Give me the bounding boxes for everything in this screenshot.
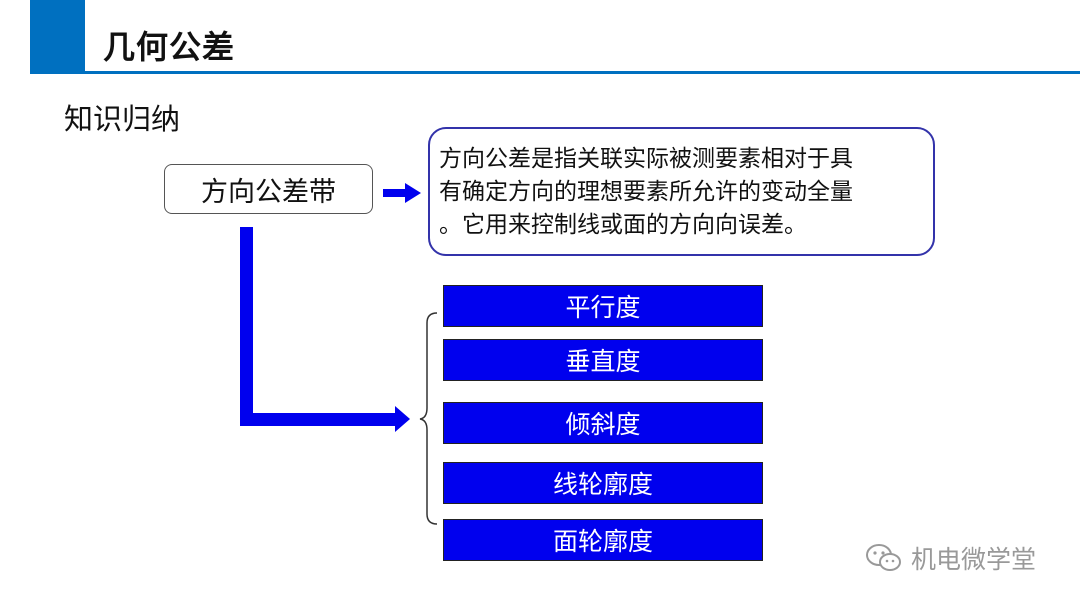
watermark: 机电微学堂 <box>865 540 1036 576</box>
header-accent-bar <box>30 0 85 74</box>
watermark-text: 机电微学堂 <box>911 545 1037 574</box>
connector-arrow-head <box>395 406 410 432</box>
header-rule <box>30 71 1080 74</box>
wechat-icon <box>866 544 901 571</box>
items-brace <box>419 312 438 525</box>
item-line-profile: 线轮廓度 <box>443 462 763 504</box>
connector-horizontal <box>240 413 395 426</box>
connector-vertical <box>240 227 253 426</box>
definition-arrow-shaft <box>383 189 405 197</box>
item-parallelism: 平行度 <box>443 285 763 327</box>
definition-line: 有确定方向的理想要素所允许的变动全量 <box>439 179 853 205</box>
slide-title: 几何公差 <box>103 28 236 66</box>
definition-line: 方向公差是指关联实际被测要素相对于具 <box>439 146 853 172</box>
main-node-box: 方向公差带 <box>164 164 373 214</box>
section-label: 知识归纳 <box>64 102 181 136</box>
item-perpendicularity: 垂直度 <box>443 339 763 381</box>
item-angularity: 倾斜度 <box>443 402 763 444</box>
item-surface-profile: 面轮廓度 <box>443 519 763 561</box>
definition-arrow-head <box>405 183 421 203</box>
definition-line: 。它用来控制线或面的方向向误差。 <box>439 212 807 238</box>
definition-box: 方向公差是指关联实际被测要素相对于具 有确定方向的理想要素所允许的变动全量 。它… <box>428 127 935 256</box>
